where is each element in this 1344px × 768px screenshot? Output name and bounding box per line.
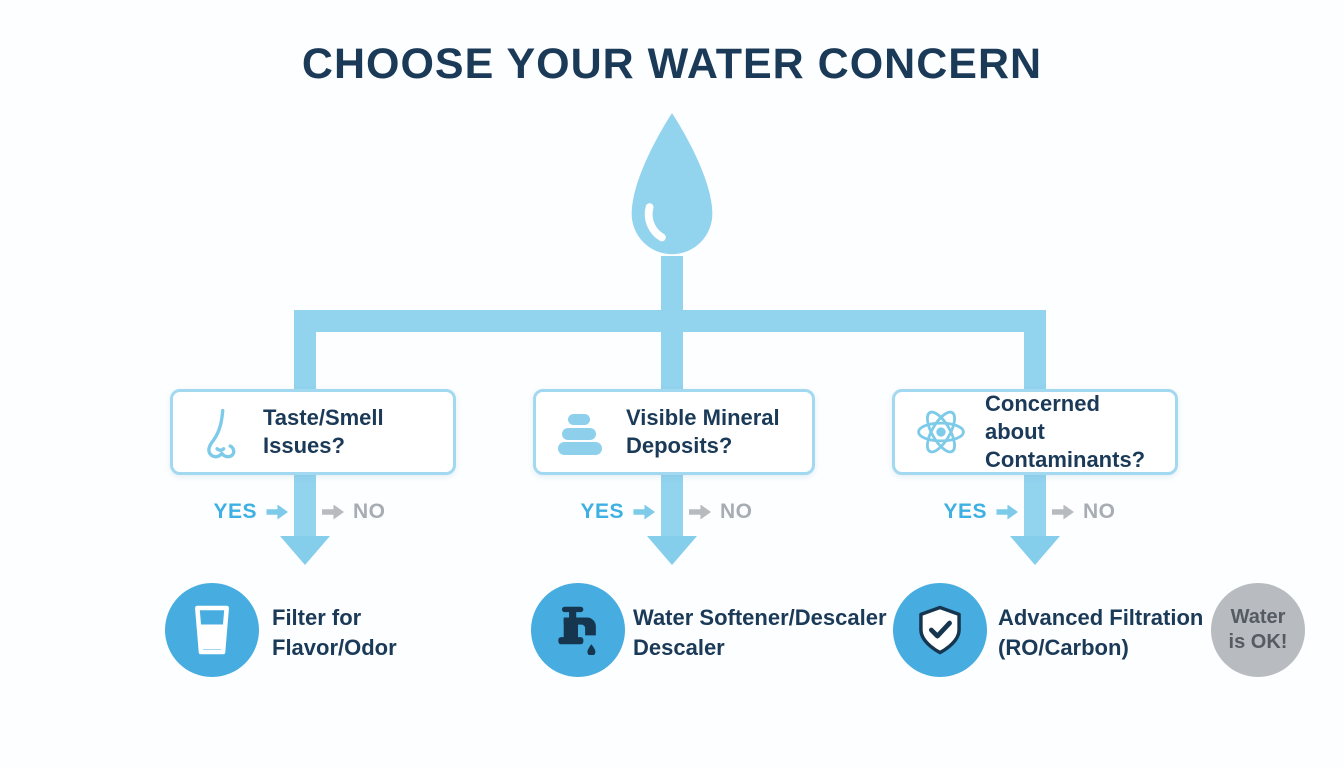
question-box-mineral-deposits: Visible Mineral Deposits?: [533, 389, 815, 475]
faucet-icon: [551, 605, 605, 655]
no-option-middle: NO: [689, 500, 753, 524]
result-label-softener: Water Softener/Descaler Descaler: [633, 605, 887, 660]
flow-arrow-down-left: [280, 536, 330, 565]
yes-label: YES: [213, 500, 257, 523]
yes-label: YES: [943, 500, 987, 523]
water-ok-label: Water is OK!: [1228, 606, 1288, 653]
result-circle-advanced: [893, 583, 987, 677]
arrow-right-icon: [996, 504, 1018, 520]
arrow-right-icon: [1052, 504, 1074, 520]
yes-option-right: YES: [943, 500, 1018, 524]
arrow-right-icon: [633, 504, 655, 520]
no-label: NO: [720, 500, 753, 523]
result-circle-filter: [165, 583, 259, 677]
result-label-filter: Filter for Flavor/Odor: [272, 605, 397, 660]
no-label: NO: [353, 500, 386, 523]
no-option-left: NO: [322, 500, 386, 524]
nose-icon: [191, 404, 247, 460]
no-label: NO: [1083, 500, 1116, 523]
yes-option-middle: YES: [580, 500, 655, 524]
mineral-deposits-icon: [554, 406, 610, 458]
result-circle-softener: [531, 583, 625, 677]
question-label: Concerned about Contaminants?: [985, 390, 1146, 473]
no-option-right: NO: [1052, 500, 1116, 524]
water-ok-badge: Water is OK!: [1211, 583, 1305, 677]
yes-option-left: YES: [213, 500, 288, 524]
flow-arrow-down-middle: [647, 536, 697, 565]
shield-check-icon: [914, 604, 966, 656]
question-box-taste-smell: Taste/Smell Issues?: [170, 389, 456, 475]
arrow-right-icon: [689, 504, 711, 520]
arrow-right-icon: [322, 504, 344, 520]
arrow-right-icon: [266, 504, 288, 520]
water-glass-icon: [190, 604, 234, 656]
question-label: Taste/Smell Issues?: [263, 404, 384, 458]
question-label: Visible Mineral Deposits?: [626, 404, 780, 458]
page-title: CHOOSE YOUR WATER CONCERN: [301, 40, 1043, 88]
result-label-advanced: Advanced Filtration (RO/Carbon): [998, 605, 1204, 660]
yes-label: YES: [580, 500, 624, 523]
question-box-contaminants: Concerned about Contaminants?: [892, 389, 1178, 475]
atom-icon: [913, 404, 969, 460]
flow-arrow-down-right: [1010, 536, 1060, 565]
water-drop-icon: [616, 108, 728, 266]
